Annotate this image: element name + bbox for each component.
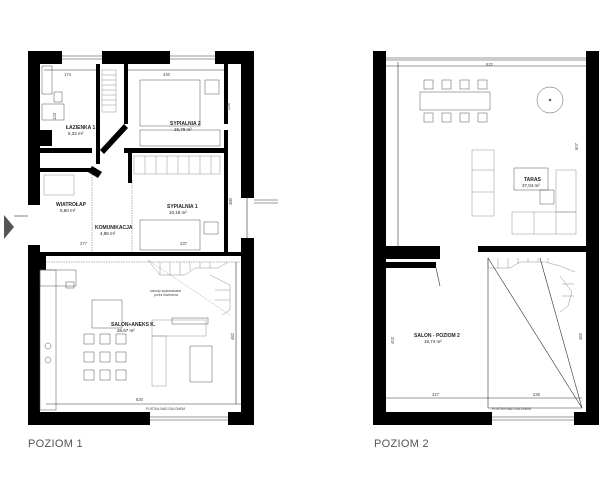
dim-236: 236 <box>533 392 541 397</box>
level-1-plan: ŁAZIENKA 1 5,33 m² SYPIALNIA 2 15,78 m² … <box>4 51 278 425</box>
entrance-arrow-icon <box>4 215 14 239</box>
dim-482-l2: 482 <box>578 332 583 340</box>
gallery-note-l2: PUSTKA NAD SALONEM <box>492 407 531 411</box>
level-1-wall-top <box>28 51 254 64</box>
room-area-wiatrolap: 5,80 m² <box>60 208 76 213</box>
dim-226: 226 <box>226 102 231 110</box>
level-1-caption: POZIOM 1 <box>28 438 83 450</box>
room-area-salon-aneks: 26,67 m² <box>117 328 135 333</box>
room-area-taras: 37,04 m² <box>522 183 540 188</box>
dim-402: 402 <box>390 336 395 344</box>
room-area-salon-poziom-2: 15,74 m² <box>424 339 442 344</box>
level-2-wall-right <box>586 51 599 425</box>
dim-123: 123 <box>52 112 57 120</box>
dim-380: 380 <box>228 197 233 205</box>
room-area-sypialnia-2: 15,78 m² <box>174 127 192 132</box>
room-area-sypialnia-1: 10,18 m² <box>169 210 187 215</box>
gallery-note: PUSTKA NAD SALONEM <box>146 407 185 411</box>
stairs-note-line-2: przez inwestora <box>154 293 178 297</box>
room-area-komunikacja: 4,88 m² <box>100 231 116 236</box>
room-name-sypialnia-2: SYPIALNIA 2 <box>170 121 201 127</box>
room-name-wiatrolap: WIATROŁAP <box>56 202 87 208</box>
dim-620: 620 <box>136 397 144 402</box>
dim-522: 522 <box>486 62 494 67</box>
room-name-lazienka-1: ŁAZIENKA 1 <box>66 125 95 131</box>
room-name-salon-poziom-2: SALON - POZIOM 2 <box>414 333 460 339</box>
room-name-sypialnia-1: SYPIALNIA 1 <box>167 204 198 210</box>
level-2-wall-left-upper <box>373 51 386 246</box>
dim-174: 174 <box>64 72 72 77</box>
dim-277: 277 <box>80 241 88 246</box>
dim-607: 607 <box>574 142 579 150</box>
dim-237: 237 <box>180 241 188 246</box>
room-name-komunikacja: KOMUNIKACJA <box>95 225 133 231</box>
room-name-salon-aneks: SALON+ANEKS K. <box>111 322 156 328</box>
room-area-lazienka-1: 5,33 m² <box>68 131 84 136</box>
dim-440: 440 <box>163 72 171 77</box>
stairs-note-line-1: schody wykonawane <box>150 289 181 293</box>
room-name-taras: TARAS <box>524 177 542 183</box>
level-2-plan: TARAS 37,04 m² SALON - POZIOM 2 15,74 m²… <box>373 51 599 425</box>
level-2-caption: POZIOM 2 <box>374 438 429 450</box>
dim-482: 482 <box>230 332 235 340</box>
dim-327: 327 <box>432 392 440 397</box>
